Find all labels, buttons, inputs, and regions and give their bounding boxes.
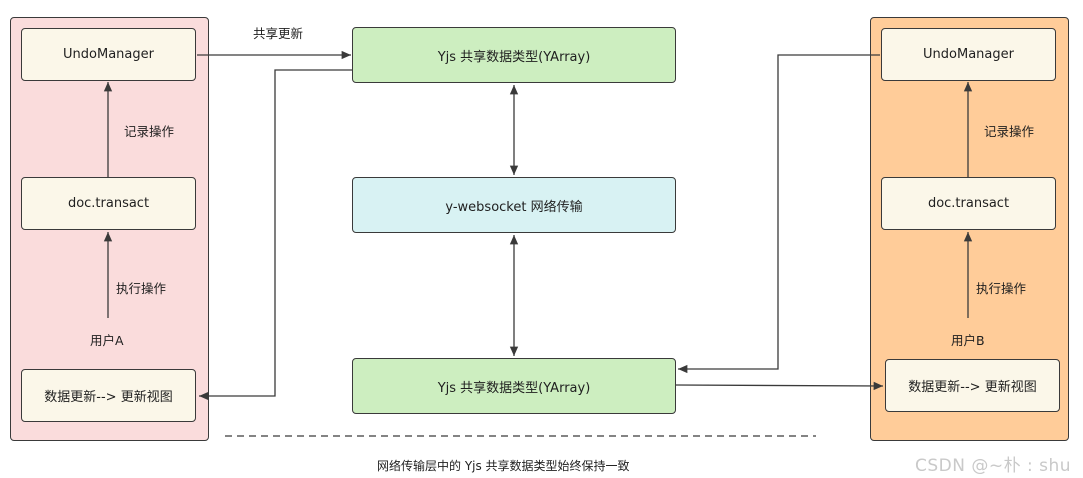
shared-type-bottom: Yjs 共享数据类型(YArray) (352, 358, 676, 414)
record-op-label-b: 记录操作 (984, 124, 1035, 139)
shared-update-label: 共享更新 (253, 26, 304, 41)
watermark: CSDN @~朴 : shu (915, 456, 1072, 476)
arrow-shared-to-view-a (199, 69, 353, 401)
arrow-undo-b-to-shared-bottom (678, 54, 880, 374)
undo-manager-b: UndoManager (881, 28, 1056, 81)
record-op-label-a: 记录操作 (124, 124, 175, 139)
exec-op-label-a: 执行操作 (116, 281, 167, 296)
shared-type-top: Yjs 共享数据类型(YArray) (352, 27, 676, 83)
y-websocket-transport: y-websocket 网络传输 (352, 177, 676, 233)
footnote: 网络传输层中的 Yjs 共享数据类型始终保持一致 (377, 459, 630, 473)
user-b-label: 用户B (951, 333, 985, 348)
view-update-a: 数据更新--> 更新视图 (21, 369, 196, 422)
view-update-b: 数据更新--> 更新视图 (885, 359, 1060, 412)
arrow-shared-bottom-to-view-b (675, 381, 884, 391)
doc-transact-b: doc.transact (881, 177, 1056, 230)
exec-op-label-b: 执行操作 (976, 281, 1027, 296)
user-a-label: 用户A (90, 333, 124, 348)
undo-manager-a: UndoManager (21, 28, 196, 81)
doc-transact-a: doc.transact (21, 177, 196, 230)
